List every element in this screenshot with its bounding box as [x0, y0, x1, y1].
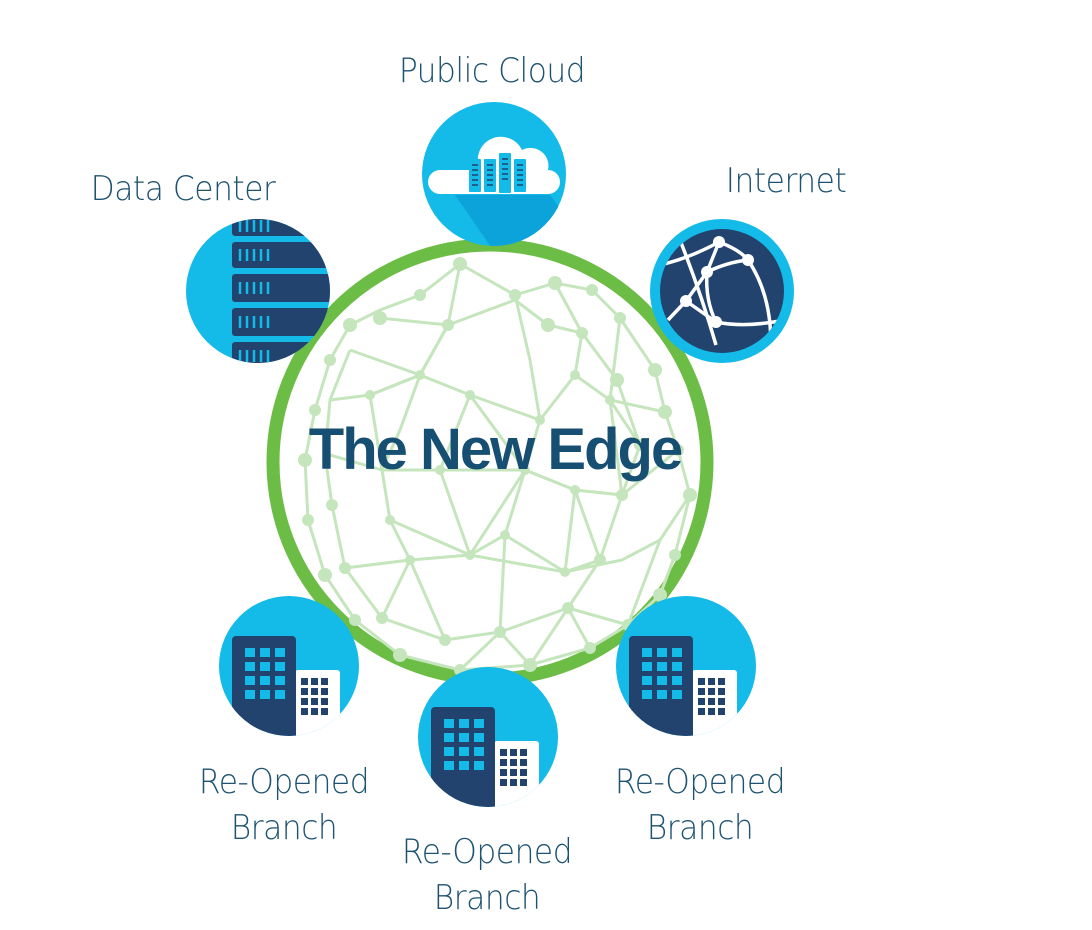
label-data-center: Data Center: [90, 169, 276, 209]
label-branch-left: Re-Opened Branch: [198, 762, 370, 848]
label-branch-center: Re-Opened Branch: [401, 832, 573, 918]
office-building-icon: [616, 596, 756, 736]
label-internet: Internet: [725, 161, 847, 201]
cloud-servers-icon: [422, 102, 566, 246]
label-branch-right: Re-Opened Branch: [614, 762, 786, 848]
edge-sphere: [266, 238, 714, 686]
globe-network-icon: [650, 219, 794, 363]
office-building-icon: [418, 667, 558, 807]
office-building-icon: [219, 596, 359, 736]
diagram-title: The New Edge: [308, 417, 683, 482]
mesh-nodes: [298, 257, 697, 676]
label-public-cloud: Public Cloud: [398, 51, 586, 91]
